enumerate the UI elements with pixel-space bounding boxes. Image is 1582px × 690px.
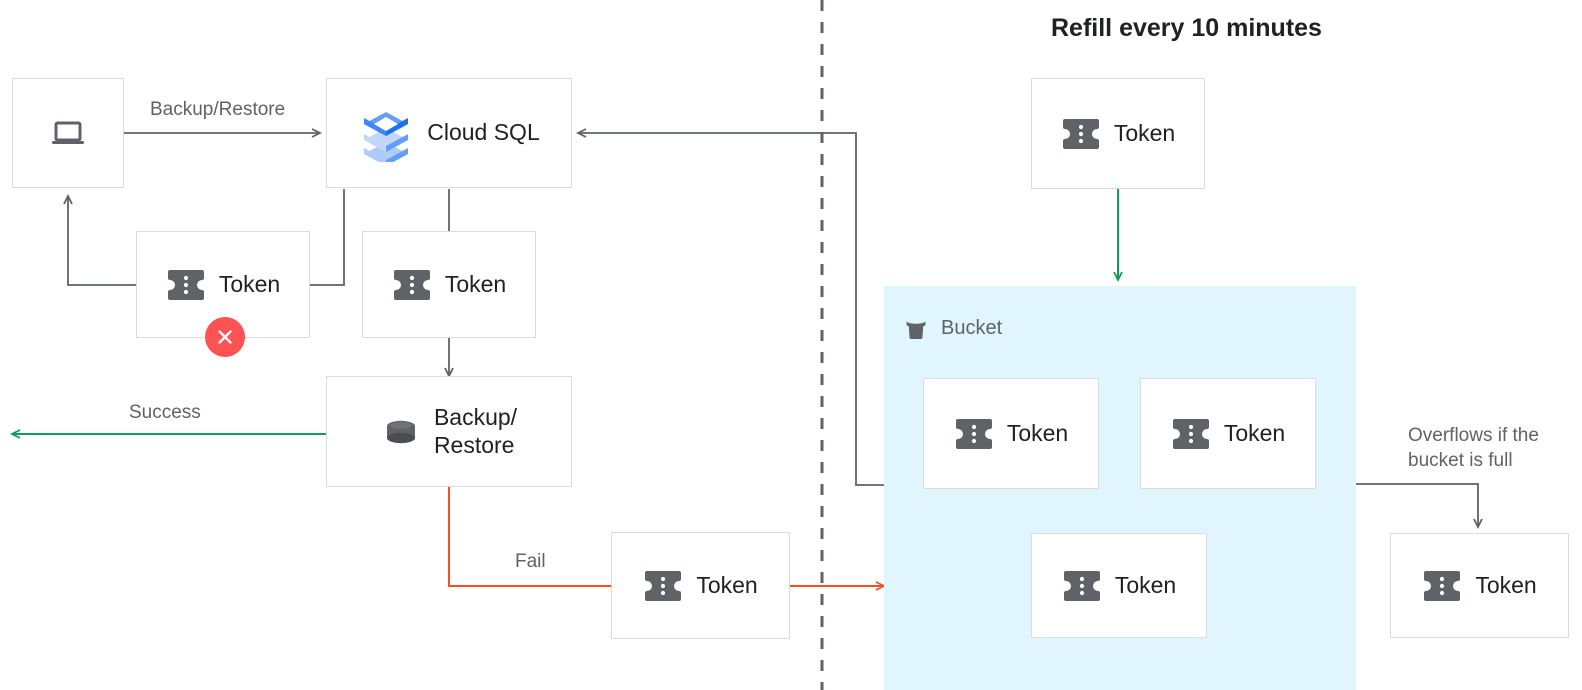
- node-token-refill[interactable]: Token: [1031, 78, 1205, 189]
- node-token-bucket-3[interactable]: Token: [1031, 533, 1207, 638]
- node-cloud-sql-label: Cloud SQL: [427, 119, 540, 146]
- cloud-sql-icon: [358, 104, 414, 166]
- node-token-refill-label: Token: [1113, 119, 1176, 146]
- node-token-failed-label: Token: [218, 270, 281, 297]
- node-token-fail-path-label: Token: [696, 571, 758, 598]
- token-icon: [954, 417, 994, 451]
- edge-token-failed-to-laptop: [63, 193, 136, 286]
- error-x-icon: [205, 317, 245, 357]
- node-token-overflow-label: Token: [1475, 571, 1537, 598]
- edge-label-overflow: Overflows if the bucket is full: [1408, 425, 1539, 471]
- token-icon: [166, 268, 206, 302]
- token-icon: [1062, 569, 1102, 603]
- page-title: Refill every 10 minutes: [1051, 14, 1322, 42]
- node-token-bucket-1[interactable]: Token: [923, 378, 1099, 489]
- node-token-bucket-3-label: Token: [1114, 571, 1177, 598]
- edge-cloudsql-to-token-failed: [310, 189, 345, 286]
- node-token-consumed-label: Token: [444, 270, 507, 297]
- laptop-icon: [47, 112, 89, 154]
- token-icon: [392, 268, 432, 302]
- edge-label-success: Success: [129, 402, 201, 423]
- node-token-consumed[interactable]: Token: [362, 231, 536, 338]
- node-token-fail-path[interactable]: Token: [611, 532, 790, 639]
- node-token-overflow[interactable]: Token: [1390, 533, 1569, 638]
- token-icon: [643, 569, 683, 603]
- node-token-bucket-2[interactable]: Token: [1140, 378, 1316, 489]
- token-icon: [1422, 569, 1462, 603]
- database-icon: [381, 412, 421, 452]
- node-backup-restore[interactable]: Backup/ Restore: [326, 376, 572, 487]
- node-laptop[interactable]: [12, 78, 124, 188]
- bucket-caption-label: Bucket: [941, 316, 1003, 339]
- token-icon: [1061, 117, 1101, 151]
- node-cloud-sql[interactable]: Cloud SQL: [326, 78, 572, 188]
- node-token-bucket-1-label: Token: [1006, 419, 1069, 446]
- edge-label-fail: Fail: [515, 551, 546, 572]
- edge-bucket-to-cloudsql: [575, 128, 884, 486]
- edge-bucket-overflow: [1356, 483, 1483, 530]
- node-token-bucket-2-label: Token: [1223, 419, 1286, 446]
- bucket-icon: [901, 313, 931, 343]
- node-backup-restore-label: Backup/ Restore: [433, 404, 518, 458]
- bucket-caption: Bucket: [901, 313, 1002, 343]
- token-icon: [1171, 417, 1211, 451]
- edge-label-backup-restore: Backup/Restore: [150, 99, 286, 120]
